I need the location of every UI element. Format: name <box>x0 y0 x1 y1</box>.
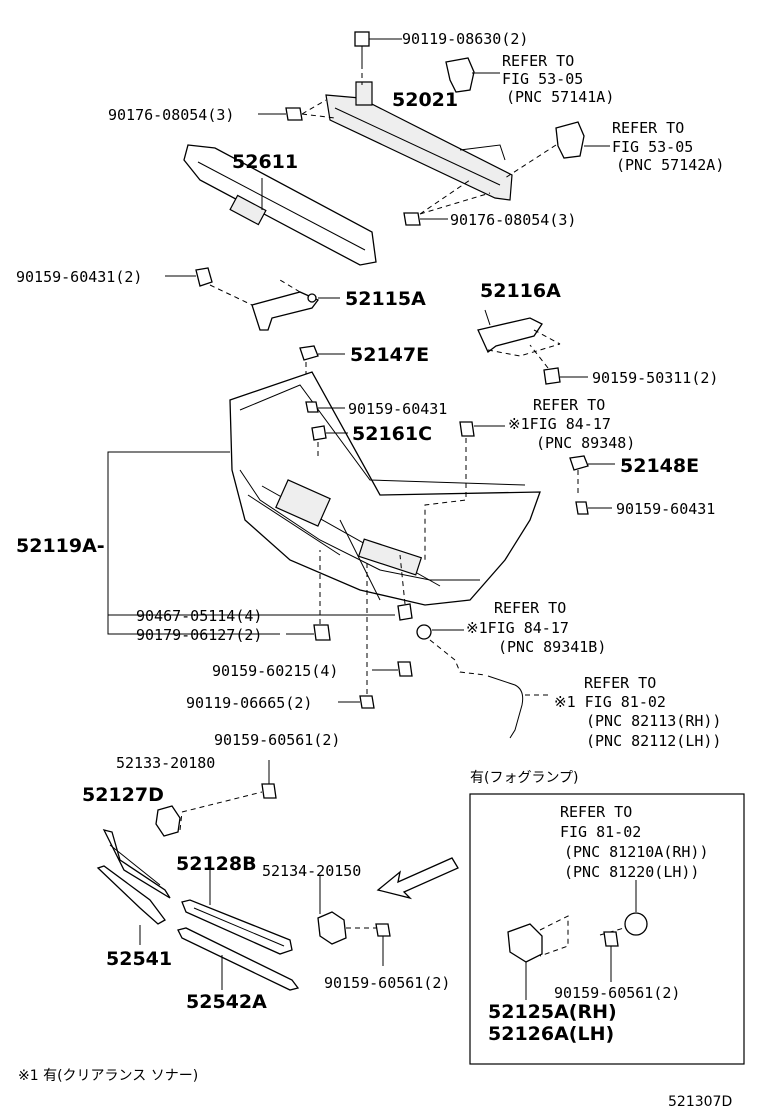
label-52127D: 52127D <box>82 784 164 806</box>
bolt-90119-06665 <box>338 560 375 709</box>
nut-90467-05114 <box>397 554 413 621</box>
sensor-89341B <box>416 624 464 640</box>
bolt-90159-60431-a <box>165 267 301 306</box>
label-52147E: 52147E <box>350 344 429 366</box>
bracket-57141A <box>445 57 500 93</box>
svg-text:※1FIG 84-17: ※1FIG 84-17 <box>508 415 611 433</box>
svg-text:(PNC 57142A): (PNC 57142A) <box>616 156 724 174</box>
fog-lamp-box <box>469 793 745 1065</box>
retainer-52116A <box>477 309 561 357</box>
svg-text:※1FIG 84-17: ※1FIG 84-17 <box>466 619 569 637</box>
label-90176-08054-a: 90176-08054(3) <box>108 106 234 124</box>
bolt-90159-60431-c <box>575 501 612 515</box>
svg-text:(PNC 89348): (PNC 89348) <box>536 434 635 452</box>
svg-text:(PNC 82113(RH)): (PNC 82113(RH)) <box>586 712 721 730</box>
label-90159-50311: 90159-50311(2) <box>592 369 718 387</box>
label-52116A: 52116A <box>480 280 561 302</box>
svg-text:FIG 53-05: FIG 53-05 <box>502 70 583 88</box>
label-52119A: 52119A- <box>16 535 105 557</box>
fog-box-title: 有(フォグランプ) <box>470 770 579 786</box>
label-90159-60431-a: 90159-60431(2) <box>16 268 142 286</box>
svg-text:REFER TO: REFER TO <box>584 674 656 692</box>
label-90159-60215: 90159-60215(4) <box>212 662 338 680</box>
refer-82113: REFER TO ※1 FIG 81-02 (PNC 82113(RH)) (P… <box>554 674 721 750</box>
label-90159-60431-c: 90159-60431 <box>616 500 715 518</box>
label-52611: 52611 <box>232 151 298 173</box>
bolt-90119-08630 <box>354 31 402 85</box>
refer-89341B: REFER TO ※1FIG 84-17 (PNC 89341B) <box>466 599 606 656</box>
svg-text:REFER TO: REFER TO <box>560 803 632 821</box>
fog-lamp-52125A <box>507 915 569 1000</box>
svg-text:(PNC 81210A(RH)): (PNC 81210A(RH)) <box>564 843 709 861</box>
refer-57142A: REFER TO FIG 53-05 (PNC 57142A) <box>612 119 724 174</box>
bolt-90159-60561-c <box>603 931 619 982</box>
reinforcement-52021 <box>325 81 513 201</box>
label-52161C: 52161C <box>352 423 432 445</box>
bracket-57142A <box>504 121 610 179</box>
molding-52542A <box>177 927 300 991</box>
bulb-81210A <box>599 880 648 936</box>
label-52128B: 52128B <box>176 853 257 875</box>
label-90159-60431-b: 90159-60431 <box>348 400 447 418</box>
clip-52148E <box>569 455 615 495</box>
label-52115A: 52115A <box>345 288 426 310</box>
refer-81210A: REFER TO FIG 81-02 (PNC 81210A(RH)) (PNC… <box>560 803 709 881</box>
svg-text:REFER TO: REFER TO <box>612 119 684 137</box>
bracket-52134-20150 <box>317 875 376 945</box>
label-90119-08630: 90119-08630(2) <box>402 30 528 48</box>
svg-text:(PNC 82112(LH)): (PNC 82112(LH)) <box>586 732 721 750</box>
nut-90176-08054-b <box>403 179 491 226</box>
label-52134-20150: 52134-20150 <box>262 862 361 880</box>
bolt-90159-60561-b <box>375 923 391 966</box>
label-90179-06127: 90179-06127(2) <box>136 626 262 644</box>
svg-text:(PNC 57141A): (PNC 57141A) <box>506 88 614 106</box>
sensor-bracket-89348 <box>424 421 505 560</box>
bolt-90159-60561-a <box>261 760 277 799</box>
svg-text:FIG 81-02: FIG 81-02 <box>560 823 641 841</box>
label-52125A: 52125A(RH) <box>488 1001 617 1023</box>
svg-text:(PNC 81220(LH)): (PNC 81220(LH)) <box>564 863 699 881</box>
label-90176-08054-b: 90176-08054(3) <box>450 211 576 229</box>
label-52541: 52541 <box>106 948 172 970</box>
refer-57141A: REFER TO FIG 53-05 (PNC 57141A) <box>502 52 614 106</box>
label-90119-06665: 90119-06665(2) <box>186 694 312 712</box>
bolt-90159-60215 <box>372 661 413 677</box>
bumper-cover-52119A <box>229 371 541 606</box>
svg-text:(PNC 89341B): (PNC 89341B) <box>498 638 606 656</box>
bolt-90159-50311 <box>529 344 588 385</box>
label-52126A: 52126A(LH) <box>488 1023 614 1045</box>
grille-52128B <box>181 868 293 955</box>
figure-code: 521307D <box>668 1094 732 1110</box>
molding-52541 <box>96 865 166 945</box>
label-90467-05114: 90467-05114(4) <box>136 607 262 625</box>
refer-89348: REFER TO ※1FIG 84-17 (PNC 89348) <box>508 396 635 452</box>
footnote: ※1 有(クリアランス ソナー) <box>18 1068 198 1084</box>
clip-52161C <box>311 425 348 460</box>
bracket-52133-20180 <box>155 791 263 837</box>
label-90159-60561-c: 90159-60561(2) <box>554 984 680 1002</box>
absorber-52611 <box>183 144 377 266</box>
clip-90179-06127 <box>286 550 331 641</box>
svg-text:FIG 53-05: FIG 53-05 <box>612 138 693 156</box>
label-90159-60561-b: 90159-60561(2) <box>324 974 450 992</box>
svg-text:REFER TO: REFER TO <box>494 599 566 617</box>
view-arrow <box>376 857 459 900</box>
svg-text:REFER TO: REFER TO <box>533 396 605 414</box>
leader-52119A <box>107 451 395 635</box>
clip-52147E <box>299 345 345 376</box>
label-52021: 52021 <box>392 89 458 111</box>
bolt-90159-60431-b <box>305 401 345 413</box>
svg-text:※1 FIG 81-02: ※1 FIG 81-02 <box>554 693 666 711</box>
label-52542A: 52542A <box>186 991 267 1013</box>
label-52148E: 52148E <box>620 455 699 477</box>
nut-90176-08054-a <box>258 99 336 121</box>
svg-text:REFER TO: REFER TO <box>502 52 574 70</box>
fog-cover-52127D <box>102 829 171 899</box>
label-52133-20180: 52133-20180 <box>116 754 215 772</box>
label-90159-60561-a: 90159-60561(2) <box>214 731 340 749</box>
sonar-wire-82113 <box>429 639 552 739</box>
retainer-52115A <box>251 291 340 331</box>
